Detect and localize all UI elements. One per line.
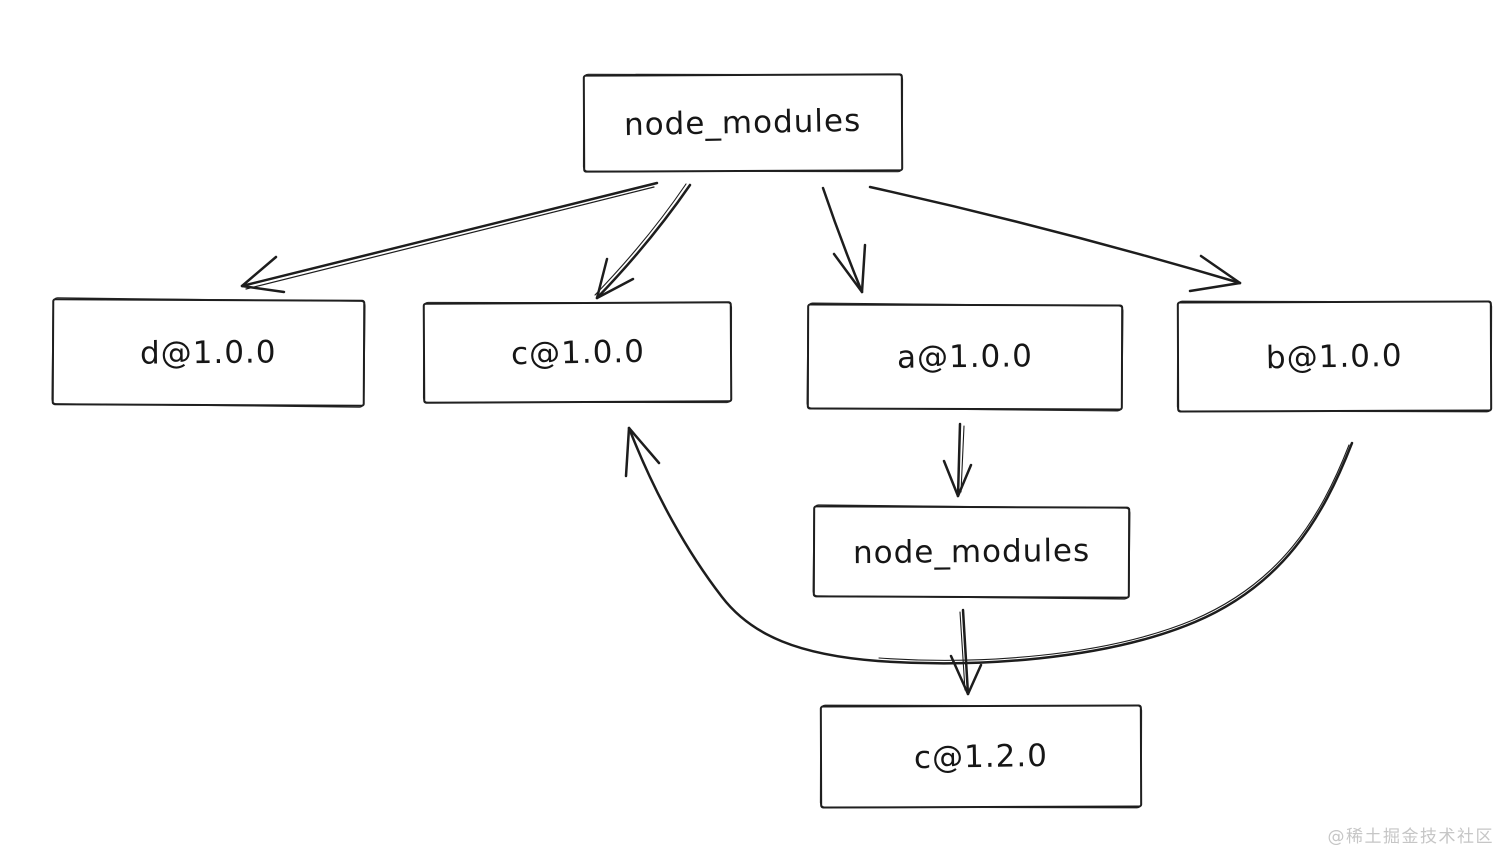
watermark: @稀土掘金技术社区 <box>1327 827 1494 847</box>
node-root-node-modules: node_modules <box>582 73 904 173</box>
node-a-1-0-0-label: a@1.0.0 <box>896 338 1034 376</box>
node-c-1-2-0: c@1.2.0 <box>819 704 1143 809</box>
node-nested-node-modules-label: node_modules <box>852 532 1091 572</box>
edge-root-to-b <box>868 185 1242 293</box>
edge-root-to-c <box>594 183 692 300</box>
edge-a-to-nested-node-modules <box>942 422 973 498</box>
node-b-1-0-0: b@1.0.0 <box>1176 300 1493 413</box>
node-b-1-0-0-label: b@1.0.0 <box>1265 337 1404 376</box>
node-root-node-modules-label: node_modules <box>624 102 862 144</box>
node-c-1-0-0-label: c@1.0.0 <box>510 333 645 372</box>
node-a-1-0-0: a@1.0.0 <box>806 303 1124 411</box>
edge-nested-node-modules-to-c120 <box>949 608 983 696</box>
node-d-1-0-0: d@1.0.0 <box>51 298 366 407</box>
node-d-1-0-0-label: d@1.0.0 <box>140 333 277 372</box>
edge-root-to-a <box>821 186 867 294</box>
node-nested-node-modules: node_modules <box>812 505 1131 599</box>
node-c-1-0-0: c@1.0.0 <box>422 301 733 404</box>
node-c-1-2-0-label: c@1.2.0 <box>913 737 1049 776</box>
edge-root-to-d <box>240 181 659 294</box>
